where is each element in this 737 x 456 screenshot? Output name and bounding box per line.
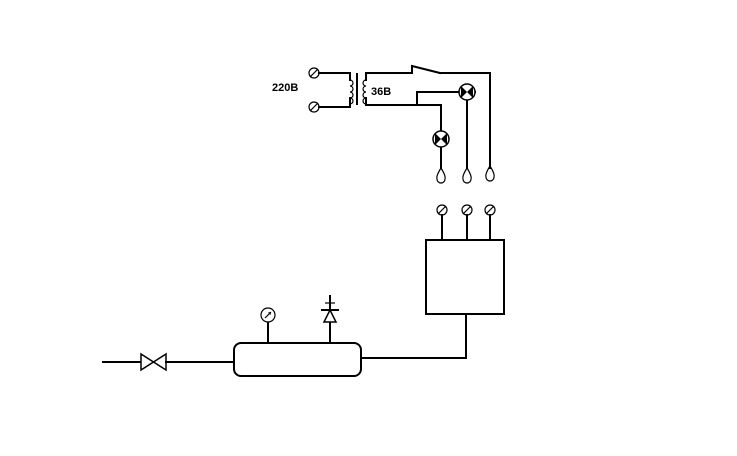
mains-terminal-bottom [308, 101, 320, 113]
primary-voltage-label: 220В [272, 82, 298, 94]
pressure-gauge-icon [260, 307, 276, 323]
safety-valve-icon [321, 302, 339, 323]
indicator-lamp-lower [432, 130, 450, 148]
socket-terminal-2 [461, 204, 473, 216]
socket-terminal-3 [484, 204, 496, 216]
plug-contact-2 [462, 166, 472, 184]
socket-terminals [436, 204, 496, 241]
apparatus-box [425, 239, 505, 315]
plug-contacts [436, 164, 495, 184]
socket-terminal-1 [436, 204, 448, 216]
mains-terminals [308, 67, 351, 113]
plug-contact-1 [436, 166, 446, 184]
switch-blade [410, 64, 442, 75]
receiver-tank [233, 342, 362, 377]
transformer [349, 72, 367, 108]
secondary-voltage-label: 36В [371, 86, 391, 98]
mains-terminal-top [308, 67, 320, 79]
plug-contact-3 [485, 164, 495, 182]
valve [140, 352, 167, 372]
pipeline [102, 295, 467, 377]
secondary-circuit [365, 64, 491, 169]
indicator-lamp-upper [458, 83, 476, 101]
